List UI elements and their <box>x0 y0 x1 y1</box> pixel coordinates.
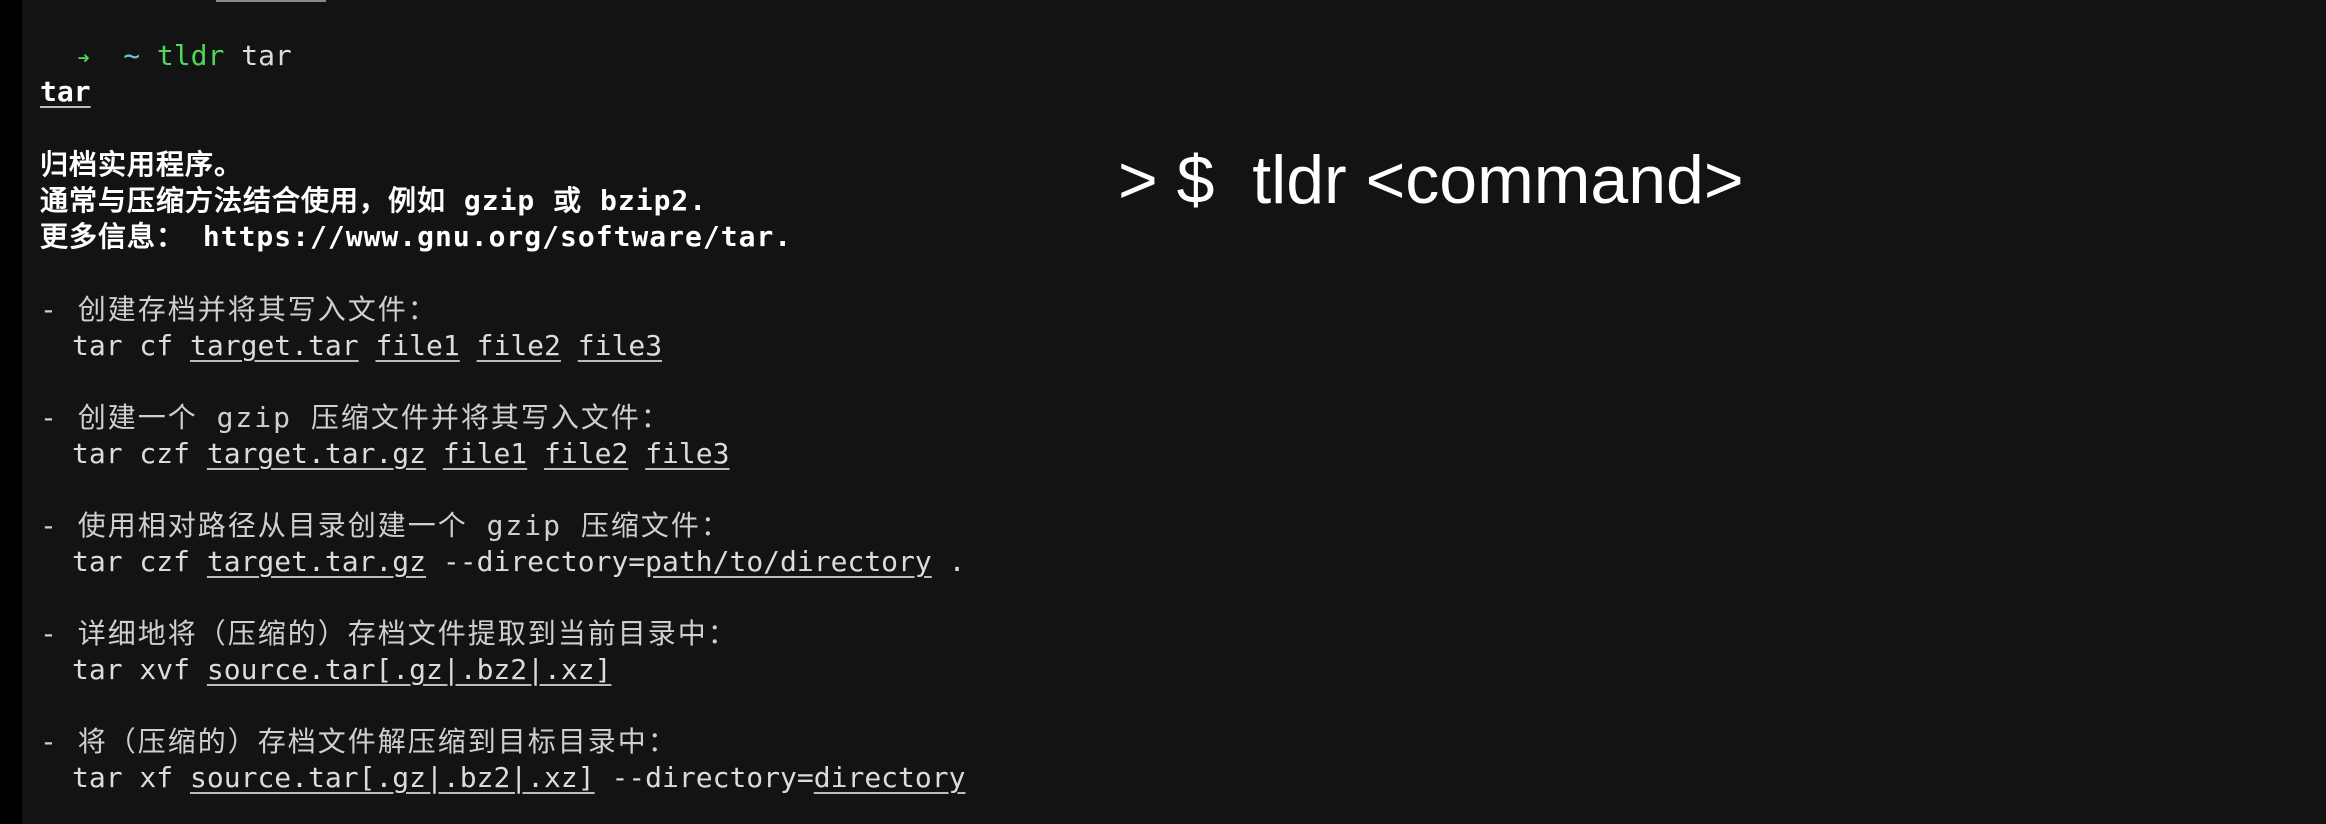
command-literal <box>359 329 376 362</box>
overlay-caption: > $ tldr <command> <box>1118 142 1744 218</box>
command-placeholder: target.tar.gz <box>206 437 427 470</box>
command-literal: --directory= <box>426 545 646 578</box>
command-placeholder: file1 <box>442 437 528 470</box>
prompt-command: tldr <box>156 39 225 72</box>
terminal-left-gutter <box>0 0 22 824</box>
command-placeholder: source.tar[.gz|.bz2|.xz] <box>190 761 595 794</box>
command-placeholder: file3 <box>577 329 663 362</box>
command-literal <box>426 437 443 470</box>
page-description-line: 归档实用程序。 <box>40 148 244 181</box>
command-literal <box>561 329 578 362</box>
example-command: tar czf target.tar.gz file1 file2 file3 <box>72 436 729 472</box>
command-placeholder: file3 <box>645 437 730 470</box>
example-description: - 详细地将（压缩的）存档文件提取到当前目录中： <box>40 617 738 650</box>
command-placeholder: source.tar[.gz|.bz2|.xz] <box>206 653 612 686</box>
command-literal: tar xf <box>72 761 191 794</box>
command-literal: tar czf <box>72 437 207 470</box>
command-placeholder: target.tar.gz <box>206 545 427 578</box>
command-literal <box>628 437 645 470</box>
cut-off-underline <box>216 0 326 2</box>
example-command: tar xvf source.tar[.gz|.bz2|.xz] <box>72 652 611 688</box>
prompt-argument: tar <box>241 39 292 72</box>
example-command: tar czf target.tar.gz --directory=path/t… <box>72 544 965 580</box>
page-description-more-info: 更多信息： https://www.gnu.org/software/tar. <box>40 220 793 253</box>
page-title: tar <box>40 75 91 108</box>
example-description: - 使用相对路径从目录创建一个 gzip 压缩文件： <box>40 509 731 542</box>
command-literal: tar xvf <box>72 653 207 686</box>
command-literal <box>460 329 477 362</box>
command-literal: tar cf <box>72 329 191 362</box>
example-command: tar cf target.tar file1 file2 file3 <box>72 328 662 364</box>
prompt-arrow-icon: ➜ <box>77 46 90 70</box>
command-literal: --directory= <box>594 761 814 794</box>
terminal-output[interactable]: ➜ ~ tldr tar tar 归档实用程序。 通常与压缩方法结合使用，例如 … <box>0 0 1120 824</box>
command-placeholder: directory <box>813 761 966 794</box>
command-literal: . <box>931 545 966 578</box>
example-description: - 创建存档并将其写入文件： <box>40 293 438 326</box>
command-placeholder: file2 <box>544 437 629 470</box>
example-description: - 创建一个 gzip 压缩文件并将其写入文件： <box>40 401 671 434</box>
prompt-cwd: ~ <box>123 39 141 72</box>
example-command: tar xf source.tar[.gz|.bz2|.xz] --direct… <box>72 760 965 796</box>
command-placeholder: target.tar <box>190 329 359 362</box>
shell-prompt: ➜ ~ tldr tar <box>10 2 291 72</box>
command-placeholder: file2 <box>476 329 561 362</box>
command-literal: tar czf <box>72 545 207 578</box>
example-description: - 将（压缩的）存档文件解压缩到目标目录中： <box>40 725 678 758</box>
command-placeholder: path/to/directory <box>645 545 932 578</box>
page-description-line: 通常与压缩方法结合使用，例如 gzip 或 bzip2. <box>40 184 708 217</box>
command-literal <box>527 437 544 470</box>
command-placeholder: file1 <box>375 329 460 362</box>
